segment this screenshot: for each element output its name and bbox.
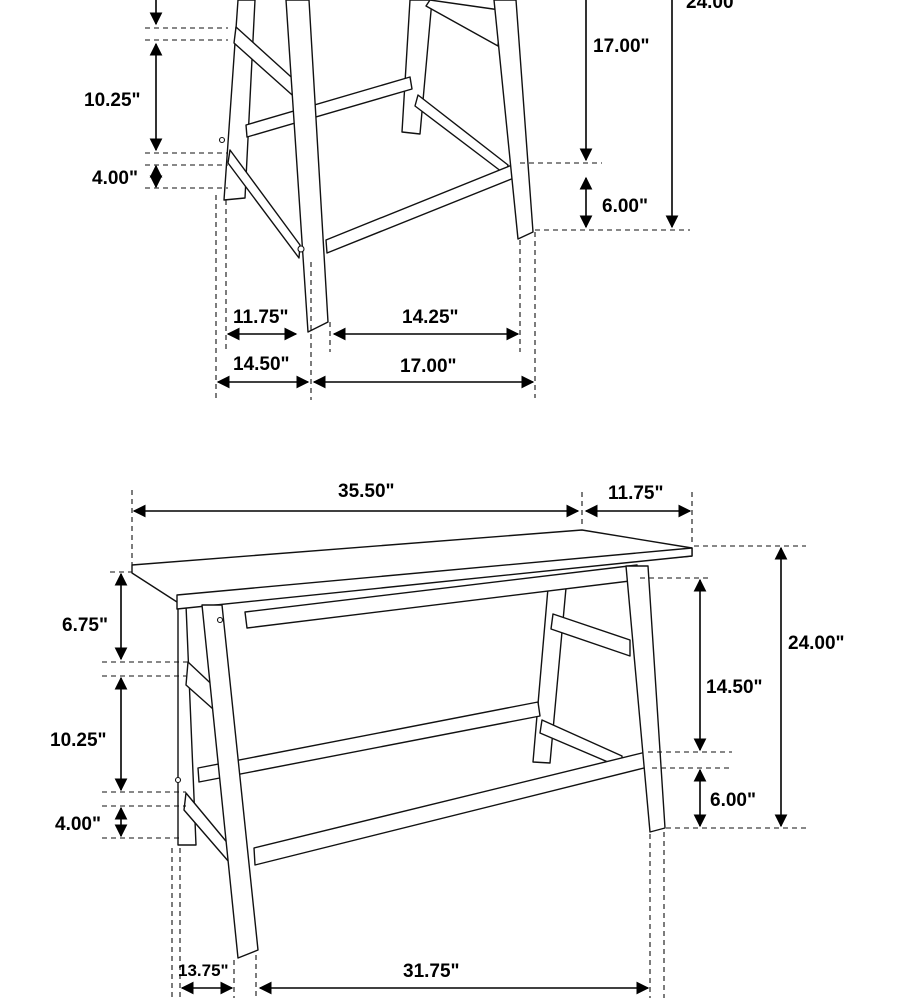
stool-front-right-leg [493,0,534,240]
bench-width-label: 35.50" [338,481,395,502]
stool-right-upper-rail [425,0,501,47]
bench-bolt-hole [216,616,224,624]
bench-right-upper-rail [550,613,631,657]
bench-leg-spread-label: 13.75" [178,961,229,980]
stool-bolt-hole-side [218,136,226,144]
stool-outer-depth-label: 14.50" [233,354,290,375]
bench-drawing: 35.50" 11.75" 6.75" 10.25" 4.00" 24.00" … [50,481,845,998]
bench-height-label: 24.00" [788,633,845,654]
bench-front-rail [253,751,649,866]
stool-back-rail [245,76,413,138]
stool-front-rail [325,164,515,254]
bench-back-rail [197,701,541,783]
stool-bolt-hole [297,245,305,253]
stool-upper-rail-gap-label: 10.25" [84,90,141,111]
bench-front-left-leg [201,604,259,959]
bench-apron-drop-label: 6.75" [62,615,108,636]
bench-front-right-leg [625,565,666,833]
stool-rail-height-label: 6.00" [602,196,648,217]
stool-top-clearance-label: 24.00" [686,0,743,13]
stool-seat-to-rail-label: 17.00" [593,36,650,57]
bench-lower-rail-gap-label: 4.00" [55,814,101,835]
stool-inner-width-label: 14.25" [402,307,459,328]
bench-seat-front-edge [176,547,693,610]
stool-lower-rail-gap-label: 4.00" [92,168,138,189]
bench-depth-label: 11.75" [608,483,664,504]
bench-rail-height-label: 6.00" [710,790,756,811]
stool-left-lower-rail [227,149,301,259]
stool-right-lower-rail [414,94,509,176]
bench-seat-to-rail-label: 14.50" [706,677,763,698]
bench-inner-length-label: 31.75" [403,961,460,982]
stool-outer-width-label: 17.00" [400,356,457,377]
stool-inner-depth-label: 11.75" [233,307,289,328]
stool-drawing: 24.00" 17.00" 10.25" 4.00" 6.00" 11.75" … [84,0,743,400]
bench-bolt-hole-side [174,776,182,784]
stool-front-left-leg [285,0,329,333]
bench-upper-rail-gap-label: 10.25" [50,730,107,751]
